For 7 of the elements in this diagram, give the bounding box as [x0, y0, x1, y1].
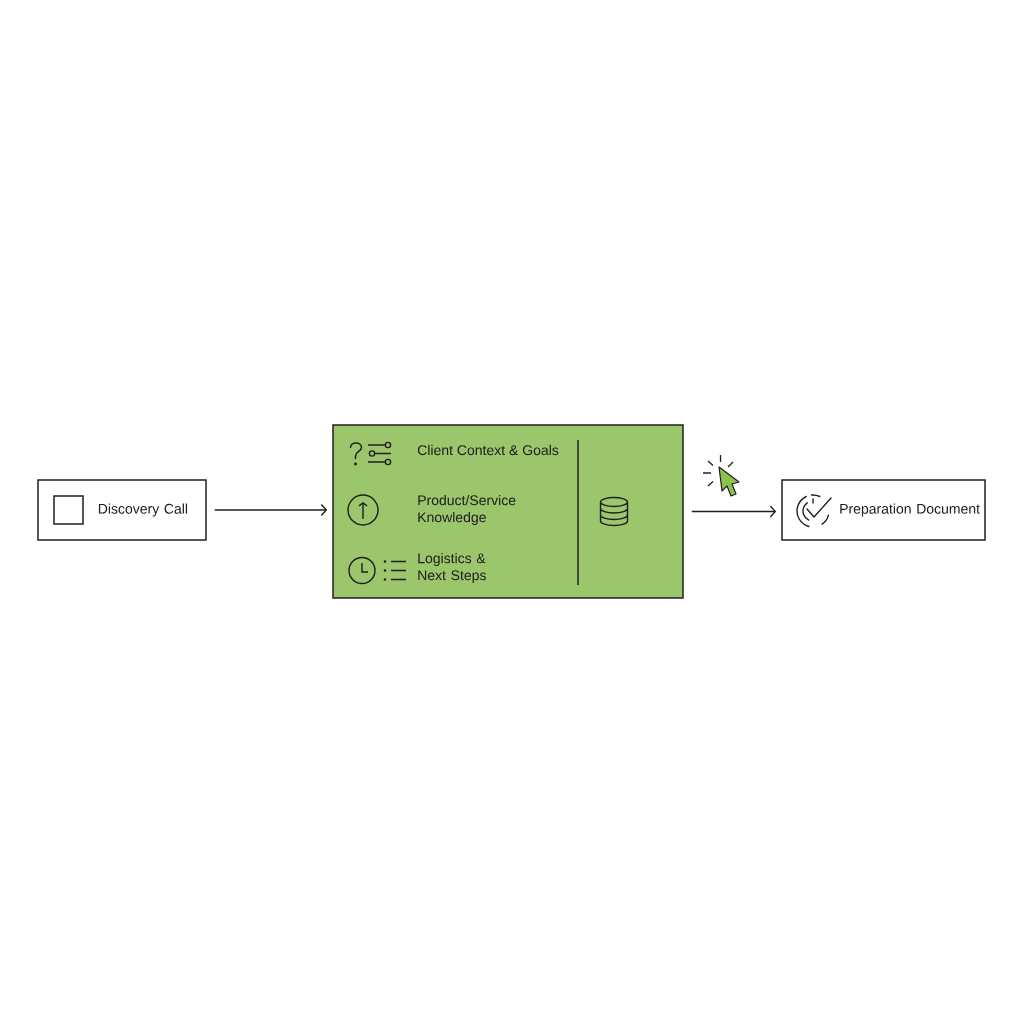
topic-label: Logistics & Next Steps: [418, 553, 486, 584]
arrow: [214, 503, 328, 517]
process-box: Discovery Call: [37, 479, 207, 541]
topic-label: Product/Service Knowledge: [418, 495, 516, 526]
arrow: [691, 505, 777, 518]
process-box: Preparation Document: [781, 479, 986, 541]
topic-label: Client Context & Goals: [417, 444, 559, 456]
